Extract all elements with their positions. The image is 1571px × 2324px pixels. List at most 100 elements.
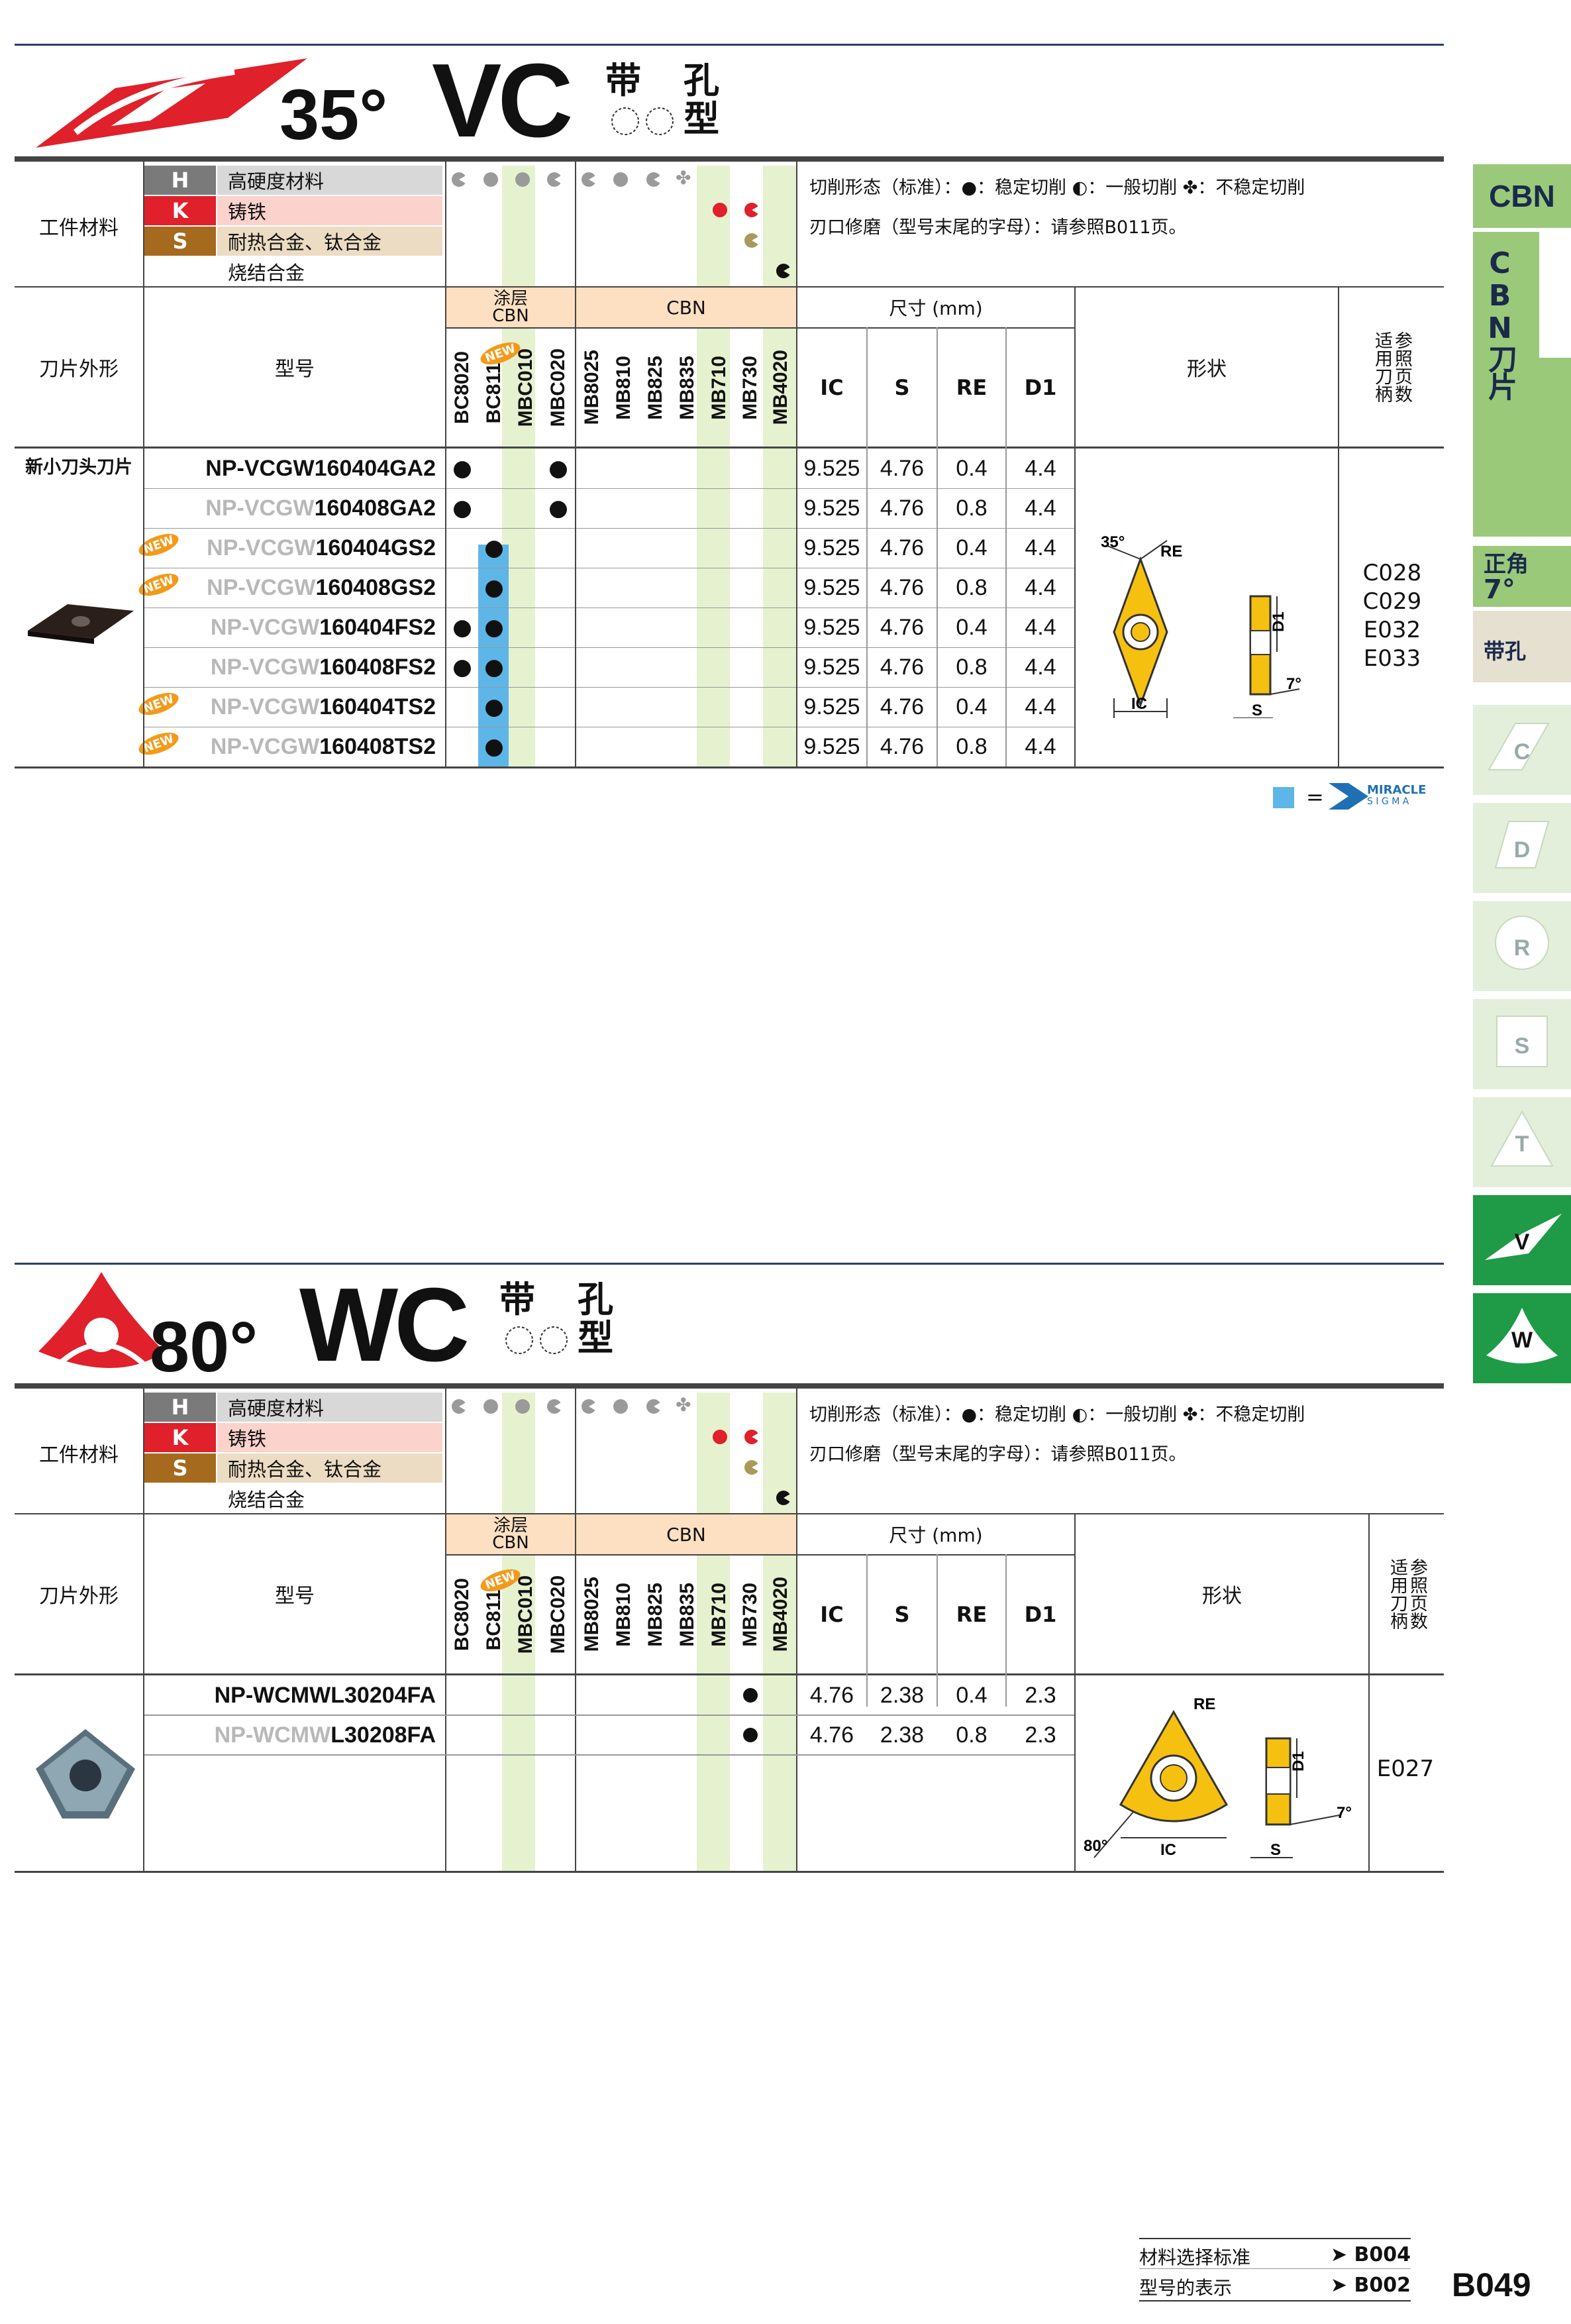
group-coated-cbn: 涂层 CBN xyxy=(492,1516,529,1553)
grade-mark: ● xyxy=(548,455,568,482)
dim-value-ic: 9.525 xyxy=(803,455,860,481)
dim-value-s: 4.76 xyxy=(880,455,925,481)
grade-mb4020: MB4020 xyxy=(770,350,791,425)
row-label: 新小刀头刀片 xyxy=(25,456,132,478)
mat-name-sintered: 烧结合金 xyxy=(228,262,305,284)
dim-value-s: 4.76 xyxy=(880,535,925,560)
dim-value-s: 4.76 xyxy=(880,574,925,600)
sidebar-cbn-vertical-bg xyxy=(1473,232,1539,537)
sidebar-hole[interactable]: 带孔 xyxy=(1473,611,1571,682)
grade-mark-mb730 xyxy=(735,1675,766,1715)
grade-mark xyxy=(478,488,510,528)
fig-re: RE xyxy=(1160,543,1182,560)
mat-name-sintered: 烧结合金 xyxy=(228,1489,305,1511)
header-rule xyxy=(15,44,1444,46)
sidebar-tab-v[interactable]: V xyxy=(1473,1195,1571,1289)
fig-d1: D1 xyxy=(1270,611,1288,632)
cutting-legend: 切削形态（标准）：●：稳定切削 ◐：一般切削 ✤：不稳定切削 xyxy=(809,177,1305,198)
footer-ref-2[interactable]: ➤ B002 xyxy=(1330,2274,1411,2297)
tab-label: S xyxy=(1515,1033,1530,1059)
group-cbn: CBN xyxy=(666,296,706,319)
dim-value-re: 0.4 xyxy=(956,694,988,719)
dim-value-re: 0.4 xyxy=(956,455,988,481)
footer-item-2[interactable]: 型号的表示 ➤ B002 xyxy=(1139,2274,1411,2300)
tab-shape-icon: T xyxy=(1490,1110,1554,1167)
grade-mark xyxy=(542,647,575,687)
ref-e033: E033 xyxy=(1363,645,1421,672)
col-shape: 刀片外形 xyxy=(39,358,119,381)
grade-mb730: MB730 xyxy=(739,1582,761,1647)
grade-mark: ● xyxy=(484,694,504,720)
grade-mark: ● xyxy=(484,614,504,641)
vc-table: 工件材料 H K S 高硬度材料 铸铁 耐热合金、钛合金 烧结合金 ✤ 切削形态… xyxy=(15,156,1444,786)
work-material-label: 工件材料 xyxy=(39,1444,119,1467)
angle-label: 80° xyxy=(150,1306,258,1387)
tab-shape-icon: W xyxy=(1486,1308,1558,1363)
grade-mb825: MB825 xyxy=(644,355,666,420)
dim-ic: IC xyxy=(820,1602,844,1627)
grade-mbc020: MBC020 xyxy=(547,348,569,427)
tab-label: D xyxy=(1514,837,1531,863)
tab-shape-icon: V xyxy=(1485,1214,1562,1260)
sidebar-tab-r[interactable]: R xyxy=(1473,901,1571,995)
series-code: VC xyxy=(432,42,573,159)
col-model: 型号 xyxy=(275,1585,315,1608)
col-holder: 适用刀柄 xyxy=(1372,331,1392,403)
grade-mark: ● xyxy=(452,455,472,482)
fig-rake: 7° xyxy=(1337,1804,1352,1822)
fig-s: S xyxy=(1252,702,1262,718)
section-vc: 35° VC 带 孔 型 工件材料 H K S 高硬度材料 铸铁 耐热合金、钛合… xyxy=(15,0,1444,810)
sidebar-tab-c[interactable]: C xyxy=(1473,705,1571,799)
grade-mark xyxy=(542,568,575,607)
footer-label-2: 型号的表示 xyxy=(1139,2277,1233,2299)
sidebar-tab-s[interactable]: S xyxy=(1473,999,1571,1093)
grade-mark xyxy=(542,528,575,568)
grade-mark xyxy=(446,727,478,766)
ref-e027: E027 xyxy=(1376,1756,1435,1782)
mat-code-s: S xyxy=(144,227,216,256)
sidebar-rake-value: 7° xyxy=(1484,574,1515,605)
dim-value-re: 0.8 xyxy=(956,733,988,759)
sidebar-tab-d[interactable]: D xyxy=(1473,803,1571,897)
dim-value-ic: 9.525 xyxy=(803,495,860,521)
hole-circles-icon xyxy=(503,1325,572,1355)
sidebar-tab-t[interactable]: T xyxy=(1473,1097,1571,1191)
dim-value-s: 2.38 xyxy=(880,1722,925,1748)
col-ref-holder: 适用刀柄 参照页数 xyxy=(1370,1514,1444,1673)
mat-name-k: 铸铁 xyxy=(217,196,442,225)
brand-top: MIRACLE xyxy=(1367,783,1427,797)
dim-value-ic: 9.525 xyxy=(803,733,860,759)
sidebar-cbn[interactable]: CBN xyxy=(1473,164,1571,228)
grade-mark xyxy=(542,607,575,647)
sidebar-tab-w[interactable]: W xyxy=(1473,1293,1571,1387)
grade-mbc020: MBC020 xyxy=(547,1575,569,1654)
dim-value-d1: 2.3 xyxy=(1025,1722,1056,1748)
footer-item-1[interactable]: 材料选择标准 ➤ B004 xyxy=(1139,2243,1411,2270)
sidebar-rake[interactable]: 正角 7° xyxy=(1473,546,1571,607)
tab-shape-icon: D xyxy=(1494,821,1550,869)
col-holder: 适用刀柄 xyxy=(1387,1558,1407,1630)
footer-ref-1[interactable]: ➤ B004 xyxy=(1330,2243,1411,2266)
cutting-legend: 切削形态（标准）：●：稳定切削 ◐：一般切削 ✤：不稳定切削 xyxy=(809,1404,1305,1425)
wc-insert-logo-icon xyxy=(38,1272,164,1373)
grade-mb4020: MB4020 xyxy=(770,1577,791,1652)
dim-s: S xyxy=(894,1602,910,1627)
grade-mark: ● xyxy=(484,535,504,561)
grade-mark: ● xyxy=(484,574,504,601)
dim-value-ic: 4.76 xyxy=(809,1722,854,1748)
